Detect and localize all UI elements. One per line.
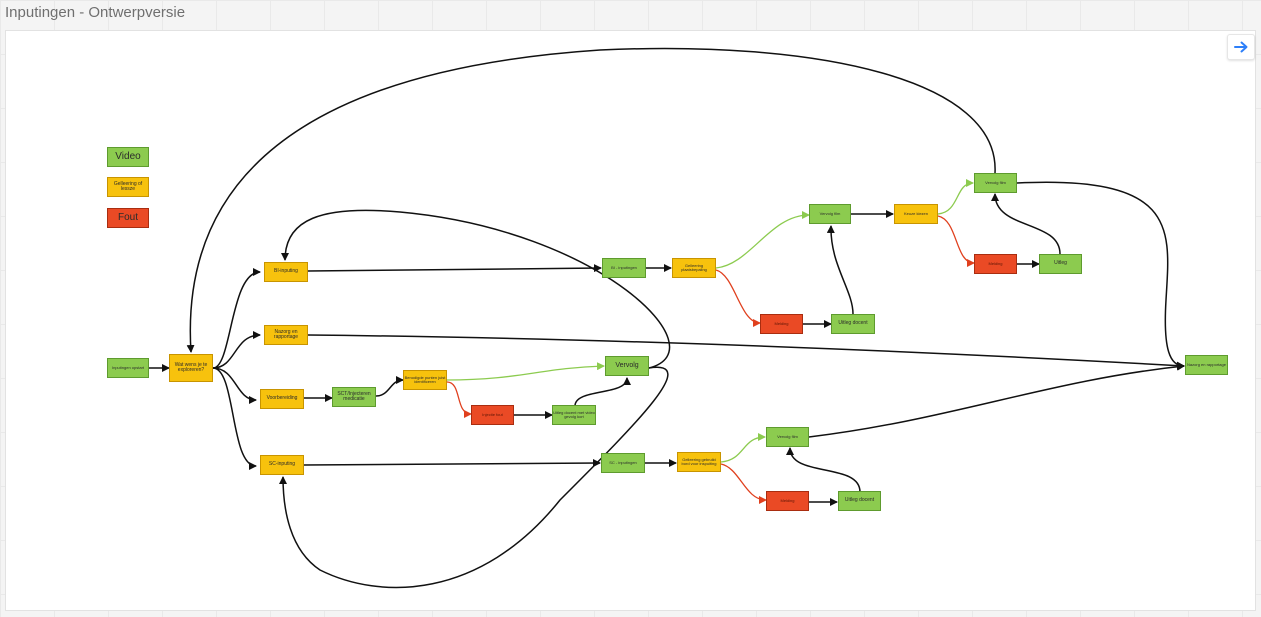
expand-button[interactable] (1227, 34, 1255, 60)
node-melding-2[interactable]: Melding (974, 254, 1017, 274)
edge-keuze-melding2 (937, 215, 975, 267)
page-title: Inputingen - Ontwerpversie (5, 4, 186, 21)
node-nazorg[interactable]: Nazorg en rapportage (264, 325, 308, 345)
edge-vervolg2-end (1016, 181, 1185, 370)
edge-vervolg2-question-loop (186, 47, 996, 353)
legend-video: Video (107, 147, 149, 167)
edge-uitleg1-vervolg1 (826, 225, 854, 315)
edge-nazorg-end (307, 334, 1185, 370)
edge-question-sc (212, 367, 257, 470)
edge-vervolg3-end (808, 362, 1185, 438)
edge-vervolg-sc-loop (279, 366, 669, 589)
edge-vervolg-bi-loop (281, 209, 671, 369)
edge-bi-bi2 (307, 264, 602, 273)
legend-fault: Fout (107, 208, 149, 228)
edge-uitleg2-vervolg2 (991, 193, 1061, 255)
node-bi-input[interactable]: BI-inputing (264, 262, 308, 282)
node-uitleg-bi[interactable]: Gelleering plaatsbepaling (672, 258, 716, 278)
node-start[interactable]: Inputingen opstart (107, 358, 149, 378)
legend-lecture: Gelleering of lessze (107, 177, 149, 197)
edge-uitleg3-vervolg3 (786, 447, 861, 493)
node-sc-input[interactable]: SC-inputing (260, 455, 304, 475)
node-sc-inputingen[interactable]: SC - inputingen (601, 453, 645, 473)
edge-question-voorbereiding (212, 367, 257, 404)
arrow-right-icon (1234, 41, 1248, 53)
node-kiezen[interactable]: Benodigde punten juist identificeren (403, 370, 447, 390)
edge-kiezen-fout (446, 381, 472, 418)
whiteboard-canvas[interactable] (5, 30, 1256, 611)
node-uitleg-docent-3[interactable]: Uitleg docent (838, 491, 881, 511)
node-fout-mid[interactable]: Injectie fout (471, 405, 514, 425)
node-vervolg-mid[interactable]: Vervolg (605, 356, 649, 376)
node-uitleg-sc[interactable]: Gelleering gebruikt bord voor inspuiting (677, 452, 721, 472)
node-vervolg-film-3[interactable]: Vervolg film (766, 427, 809, 447)
edge-uitlegbi-melding1 (715, 269, 761, 327)
edge-uitlegsc-melding3 (720, 463, 767, 504)
node-vervolg-film-1[interactable]: Vervolg film (809, 204, 851, 224)
node-keuze[interactable]: Keuze kiezen (894, 204, 938, 224)
node-uitleg-mid[interactable]: Uitleg docent met video gevolg kort (552, 405, 596, 425)
node-vervolg-film-2[interactable]: Vervolg film (974, 173, 1017, 193)
node-sct-med[interactable]: SCT/Injecteren medicatie (332, 387, 376, 407)
node-melding-1[interactable]: Melding (760, 314, 803, 334)
node-bi-inputingen[interactable]: BI - inputingen (602, 258, 646, 278)
node-uitleg-docent-1[interactable]: Uitleg docent (831, 314, 875, 334)
node-end[interactable]: Nazorg en rapportage (1185, 355, 1228, 375)
node-question[interactable]: Wat wens je te exploreren? (169, 354, 213, 382)
edge-sc-sc2 (303, 459, 601, 468)
node-melding-3[interactable]: Melding (766, 491, 809, 511)
edge-uitlegsc-vervolg3 (720, 433, 766, 463)
edge-question-nazorg (212, 331, 261, 369)
edge-question-bi (212, 268, 261, 369)
edge-kiezen-vervolg (446, 362, 605, 381)
node-uitleg-2[interactable]: Uitleg (1039, 254, 1082, 274)
edge-uitlegbi-vervolg1 (715, 211, 810, 269)
edge-keuze-vervolg2 (937, 179, 974, 215)
edge-uitleg-vervolg (574, 377, 631, 407)
edge-sct-kiezen (375, 376, 404, 397)
node-voorbereiding[interactable]: Voorbereiding (260, 389, 304, 409)
